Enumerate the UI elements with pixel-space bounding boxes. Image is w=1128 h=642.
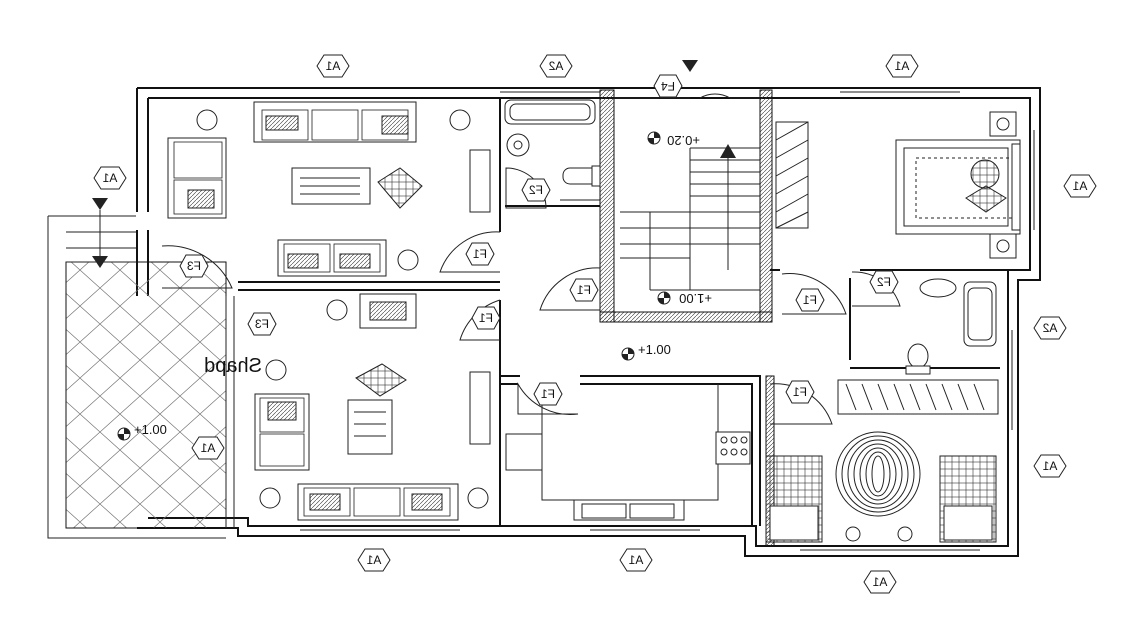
section-tag: A1	[619, 548, 653, 572]
section-tag: A1	[316, 54, 350, 78]
door-tag: F1	[785, 380, 815, 404]
level-marker: +1.00	[621, 342, 671, 361]
toilet-icon	[907, 343, 929, 369]
svg-text:A1: A1	[200, 441, 215, 455]
staircase	[620, 60, 760, 291]
master-bedroom-furniture	[775, 111, 1021, 259]
ensuite-fixtures	[905, 278, 997, 375]
lamp-icon	[265, 359, 287, 381]
svg-text:F2: F2	[529, 183, 543, 197]
svg-text:F2: F2	[877, 275, 891, 289]
door-tags: F4 F2 F1 F1 F3 F3 F1 F2	[179, 74, 899, 406]
terrace	[47, 198, 235, 539]
stair-arrow-icon	[720, 144, 736, 158]
section-tag: A2	[539, 54, 573, 78]
door-tag: F1	[471, 306, 501, 330]
svg-text:Shapd: Shapd	[204, 355, 262, 377]
svg-text:A1: A1	[1042, 459, 1057, 473]
section-tag: A2	[1033, 316, 1067, 340]
svg-text:+1.00: +1.00	[679, 291, 712, 306]
exterior-walls	[136, 87, 1041, 557]
section-tag: A1	[1033, 454, 1067, 478]
svg-text:A1: A1	[102, 171, 117, 185]
section-tag: A1	[93, 166, 127, 190]
round-rug	[835, 431, 921, 517]
svg-text:F1: F1	[793, 385, 807, 399]
section-tag: A1	[191, 436, 225, 460]
lamp-icon	[196, 109, 218, 131]
section-tag: A1	[1063, 174, 1097, 198]
svg-text:F1: F1	[473, 247, 487, 261]
section-arrow-icon	[682, 60, 698, 72]
svg-text:A2: A2	[548, 59, 563, 73]
sink-icon	[919, 278, 957, 298]
lamp-icon	[449, 109, 471, 131]
lamp-icon	[397, 249, 419, 271]
level-markers: +0.20 +1.00 +1.00 +1.00	[117, 131, 712, 441]
svg-text:F1: F1	[541, 387, 555, 401]
svg-text:A1: A1	[872, 575, 887, 589]
door-tag: F2	[869, 270, 899, 294]
kitchen-fixtures	[505, 384, 751, 521]
door-tag: F3	[247, 312, 277, 336]
svg-text:A1: A1	[325, 59, 340, 73]
svg-text:+0.20: +0.20	[667, 133, 700, 148]
svg-text:F3: F3	[187, 259, 201, 273]
door-tag: F1	[795, 288, 825, 312]
svg-text:A1: A1	[1072, 179, 1087, 193]
interior-walls	[238, 89, 1008, 547]
living-room-furniture	[167, 101, 491, 277]
bedroom-left-furniture	[254, 293, 491, 521]
svg-text:A2: A2	[1042, 321, 1057, 335]
svg-text:A1: A1	[366, 553, 381, 567]
svg-text:F1: F1	[803, 293, 817, 307]
svg-text:F1: F1	[577, 283, 591, 297]
lamp-icon	[326, 299, 348, 321]
door-tag: F1	[465, 242, 495, 266]
bathroom-fixtures	[504, 99, 601, 187]
svg-text:+1.00: +1.00	[134, 422, 167, 437]
door-tag: F4	[653, 74, 683, 98]
level-marker: +1.00	[657, 291, 712, 306]
section-tags: A1 A2 A1 A1 A1 A2 A1 A1	[93, 54, 1097, 594]
door-tag: F1	[569, 278, 599, 302]
section-arrow-icon	[92, 256, 108, 268]
lamp-icon	[259, 487, 281, 509]
svg-text:F3: F3	[255, 317, 269, 331]
door-tag: F2	[521, 178, 551, 202]
door-tag: F3	[179, 254, 209, 278]
door-swings	[161, 93, 901, 425]
level-marker: +0.20	[647, 131, 700, 148]
door-tag: F1	[533, 382, 563, 406]
section-tag: A1	[357, 548, 391, 572]
section-tag: A1	[885, 54, 919, 78]
level-marker: +1.00	[117, 422, 167, 441]
lamp-icon	[467, 487, 489, 509]
terrace-label: Shapd	[204, 355, 262, 377]
svg-text:+1.00: +1.00	[638, 342, 671, 357]
svg-text:F1: F1	[479, 311, 493, 325]
svg-text:A1: A1	[894, 59, 909, 73]
section-arrow-icon	[92, 198, 108, 210]
svg-text:F4: F4	[661, 79, 675, 93]
section-tag: A1	[863, 570, 897, 594]
kids-bedroom-furniture	[765, 379, 999, 543]
svg-text:A1: A1	[628, 553, 643, 567]
